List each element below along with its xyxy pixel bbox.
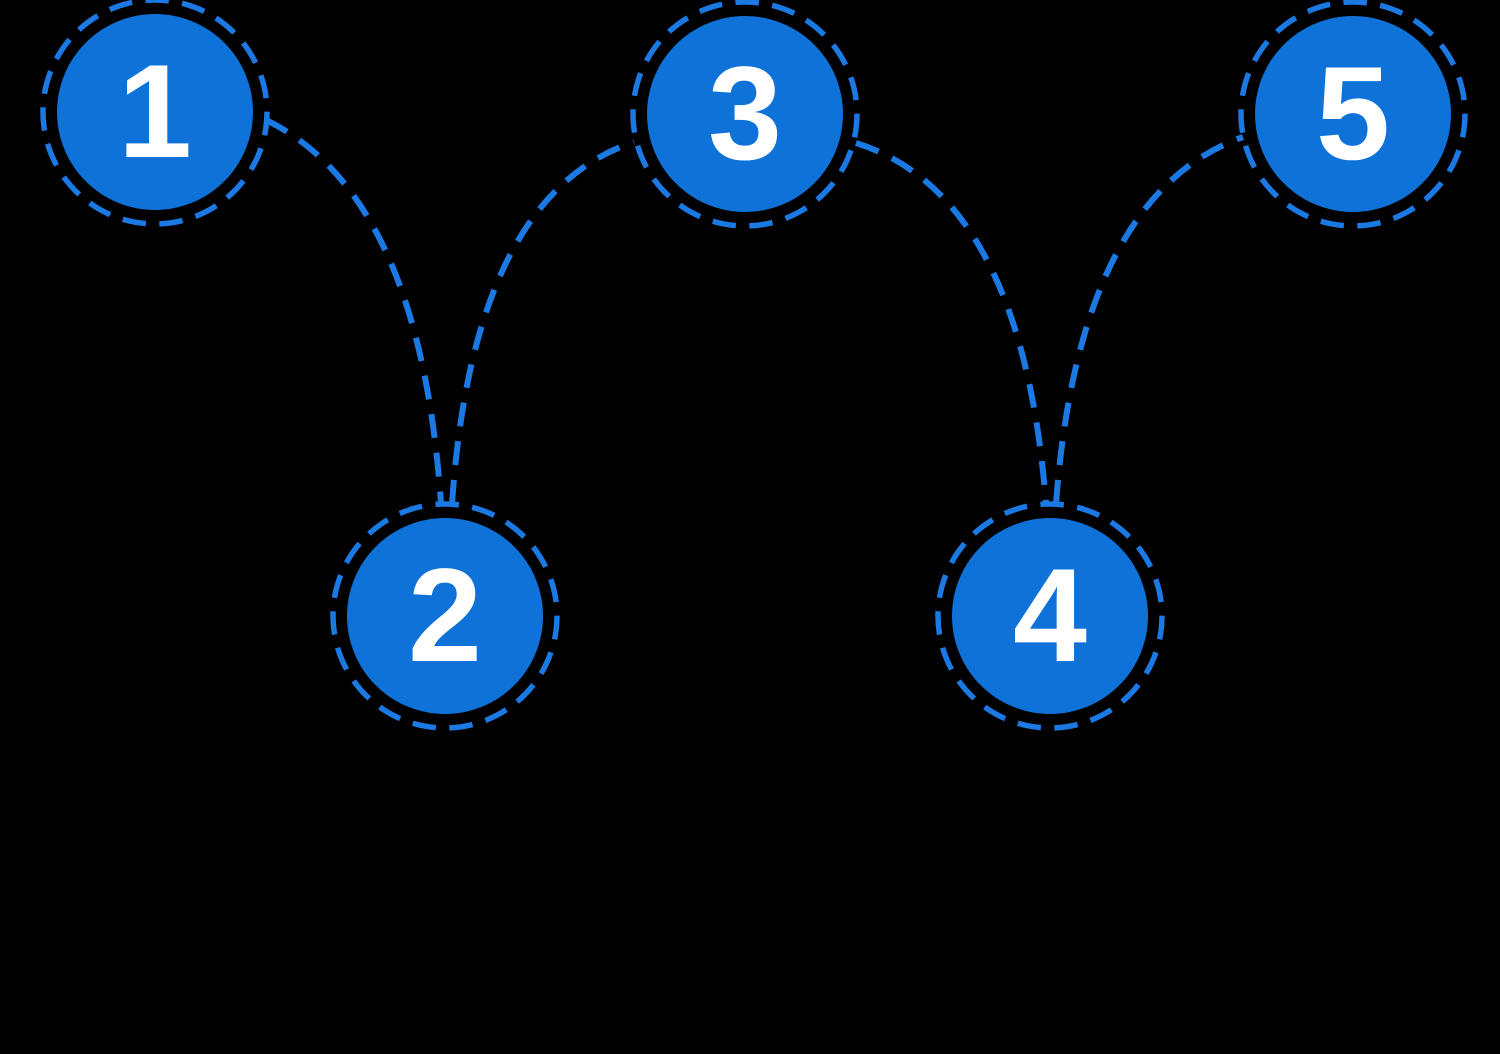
connector-arc-2-3 <box>449 139 635 505</box>
step-number-1: 1 <box>118 37 192 186</box>
step-circle-1: 1 <box>57 14 253 210</box>
step-number-2: 2 <box>408 541 482 690</box>
step-circle-2: 2 <box>347 518 543 714</box>
step-circle-4: 4 <box>952 518 1148 714</box>
connector-arc-4-5 <box>1053 134 1245 505</box>
dashed-ring-5 <box>1238 0 1468 229</box>
step-number-3: 3 <box>708 39 782 188</box>
dashed-ring-2 <box>330 501 560 731</box>
step-circle-5: 5 <box>1255 16 1451 212</box>
connector-arc-1-2 <box>264 117 444 505</box>
dashed-ring-3 <box>630 0 860 229</box>
step-circle-3: 3 <box>647 16 843 212</box>
dashed-ring-1 <box>40 0 270 227</box>
dashed-ring-4 <box>935 501 1165 731</box>
connector-arc-3-4 <box>855 140 1049 505</box>
step-number-4: 4 <box>1013 541 1087 690</box>
step-number-5: 5 <box>1316 39 1390 188</box>
